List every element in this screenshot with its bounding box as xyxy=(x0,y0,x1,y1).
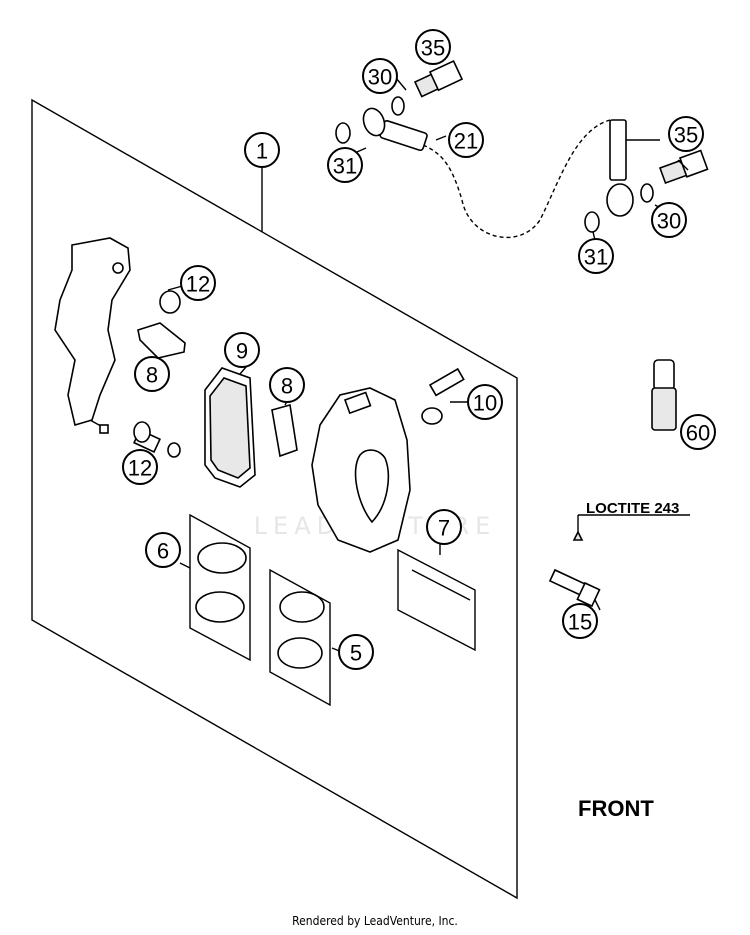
svg-text:31: 31 xyxy=(584,245,608,270)
seal-kit xyxy=(269,568,331,707)
svg-text:31: 31 xyxy=(333,154,357,179)
pad-spring-upper xyxy=(137,322,186,359)
callout-9: 9 xyxy=(224,332,260,368)
svg-text:5: 5 xyxy=(350,641,362,666)
svg-text:15: 15 xyxy=(568,610,592,635)
caliper-bracket xyxy=(54,237,131,434)
svg-text:30: 30 xyxy=(368,65,392,90)
bleeder-valve xyxy=(421,367,465,425)
brake-pad xyxy=(204,367,256,488)
footer-credit: Rendered by LeadVenture, Inc. xyxy=(292,914,458,928)
svg-text:60: 60 xyxy=(686,421,710,446)
callout-15: 15 xyxy=(562,603,598,639)
callout-60: 60 xyxy=(680,414,716,450)
svg-text:10: 10 xyxy=(473,391,497,416)
caliper-assembly-panel xyxy=(31,98,518,900)
callout-30-right: 30 xyxy=(651,202,687,238)
callout-12-lower: 12 xyxy=(122,449,158,485)
loctite-bottle xyxy=(651,359,677,431)
callout-35-right: 35 xyxy=(668,116,704,152)
svg-text:35: 35 xyxy=(674,123,698,148)
callout-8-upper: 8 xyxy=(134,356,170,392)
callout-35-upper-left: 35 xyxy=(415,29,451,65)
svg-text:7: 7 xyxy=(438,516,450,541)
pin-bushing-upper xyxy=(159,290,181,314)
callout-31-upper-left: 31 xyxy=(327,147,363,183)
pad-spring-lower xyxy=(271,403,298,458)
loctite-label: LOCTITE 243 xyxy=(586,500,679,517)
svg-text:9: 9 xyxy=(236,339,248,364)
svg-text:12: 12 xyxy=(186,272,210,297)
callout-12-upper: 12 xyxy=(180,265,216,301)
callout-6: 6 xyxy=(145,532,181,568)
svg-text:8: 8 xyxy=(281,374,293,399)
callout-7: 7 xyxy=(426,509,462,545)
svg-text:30: 30 xyxy=(657,209,681,234)
callout-31-right: 31 xyxy=(578,238,614,274)
svg-text:8: 8 xyxy=(146,363,158,388)
callout-21: 21 xyxy=(448,122,484,158)
svg-text:35: 35 xyxy=(421,36,445,61)
caliper-body xyxy=(311,387,411,553)
callout-8-lower: 8 xyxy=(269,367,305,403)
brake-hose-assembly xyxy=(335,59,709,239)
guide-bolt-lower xyxy=(133,421,181,458)
front-label: FRONT xyxy=(578,796,654,821)
svg-text:12: 12 xyxy=(128,456,152,481)
svg-text:21: 21 xyxy=(454,129,478,154)
callout-10: 10 xyxy=(467,384,503,420)
callout-5: 5 xyxy=(338,634,374,670)
mounting-bolt xyxy=(548,514,690,608)
piston-set xyxy=(179,513,251,662)
callout-30-upper-left: 30 xyxy=(362,58,398,94)
svg-text:1: 1 xyxy=(256,139,268,164)
callout-1: 1 xyxy=(244,132,280,168)
pin-kit xyxy=(397,542,476,652)
svg-text:6: 6 xyxy=(157,539,169,564)
